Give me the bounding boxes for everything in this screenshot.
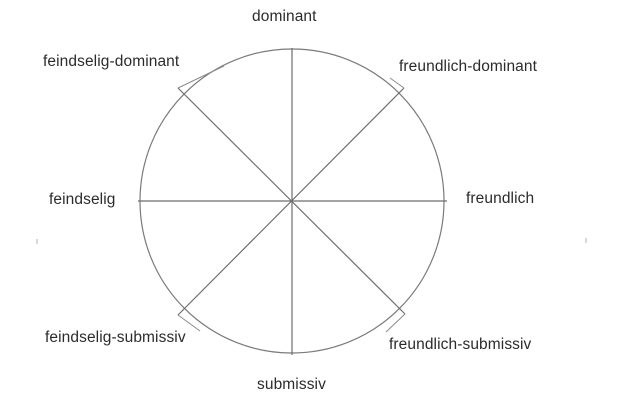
label-friendly: freundlich <box>466 190 535 207</box>
diagonal-axis-ne-sw-line <box>177 87 405 316</box>
label-hostile-submissive: feindselig-submissiv <box>45 329 186 346</box>
leader-line-friendly-submissive <box>385 313 406 333</box>
scan-speck-left <box>36 239 38 244</box>
leader-line-hostile-dominant <box>177 65 225 89</box>
label-hostile: feindselig <box>49 191 116 208</box>
label-submissive: submissiv <box>257 376 326 393</box>
label-dominant: dominant <box>252 8 317 25</box>
leader-line-friendly-dominant <box>389 77 405 89</box>
scan-speck-right <box>585 238 587 243</box>
label-friendly-submissive: freundlich-submissiv <box>389 336 532 353</box>
label-hostile-dominant: feindselig-dominant <box>43 53 180 70</box>
label-friendly-dominant: freundlich-dominant <box>399 58 538 75</box>
leader-line-hostile-submissive <box>177 314 201 332</box>
